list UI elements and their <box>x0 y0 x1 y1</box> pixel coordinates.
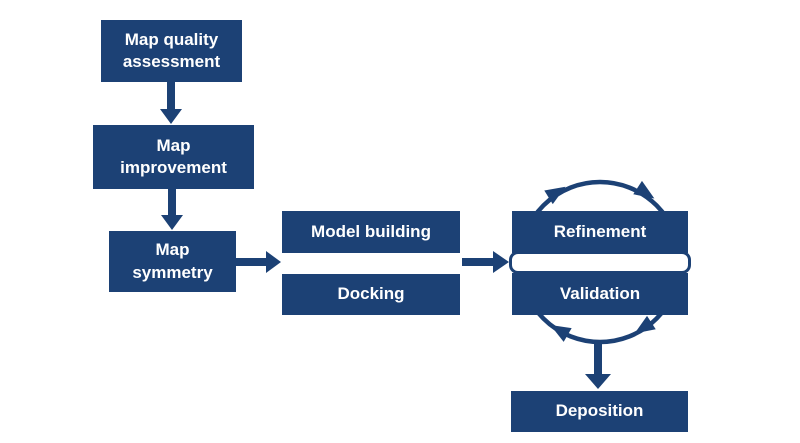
node-model-building: Model building <box>282 211 460 253</box>
node-map-quality-assessment: Map quality assessment <box>101 20 242 82</box>
node-map-quality-assessment-label: Map quality assessment <box>122 29 221 71</box>
node-refinement-label: Refinement <box>553 221 647 241</box>
node-deposition: Deposition <box>511 391 688 432</box>
node-docking-label: Docking <box>337 284 405 304</box>
node-validation: Validation <box>512 273 688 315</box>
arrow-cycle-to-deposition <box>585 341 611 389</box>
cycle-arrowhead-bottom-right-icon <box>634 315 656 334</box>
node-validation-label: Validation <box>559 283 641 303</box>
arrow-map-symmetry-to-model-building <box>236 251 281 273</box>
cycle-arrowhead-bottom-left-icon <box>550 325 572 342</box>
arrow-map-quality-to-map-improvement <box>160 82 182 124</box>
cycle-arrowhead-top-left-icon <box>544 186 566 205</box>
cycle-arrowhead-top-right-icon <box>633 180 655 199</box>
arrow-map-improvement-to-map-symmetry <box>161 189 183 230</box>
arrow-docking-to-refinement <box>462 251 509 273</box>
node-map-improvement: Map improvement <box>93 125 254 189</box>
node-map-symmetry-label: Map symmetry <box>132 240 213 282</box>
node-docking: Docking <box>282 274 460 315</box>
refinement-validation-gap-band <box>509 251 691 274</box>
node-map-symmetry: Map symmetry <box>109 231 236 292</box>
node-deposition-label: Deposition <box>555 401 644 421</box>
node-model-building-label: Model building <box>311 221 431 241</box>
node-refinement: Refinement <box>512 211 688 253</box>
node-map-improvement-label: Map improvement <box>120 135 227 177</box>
